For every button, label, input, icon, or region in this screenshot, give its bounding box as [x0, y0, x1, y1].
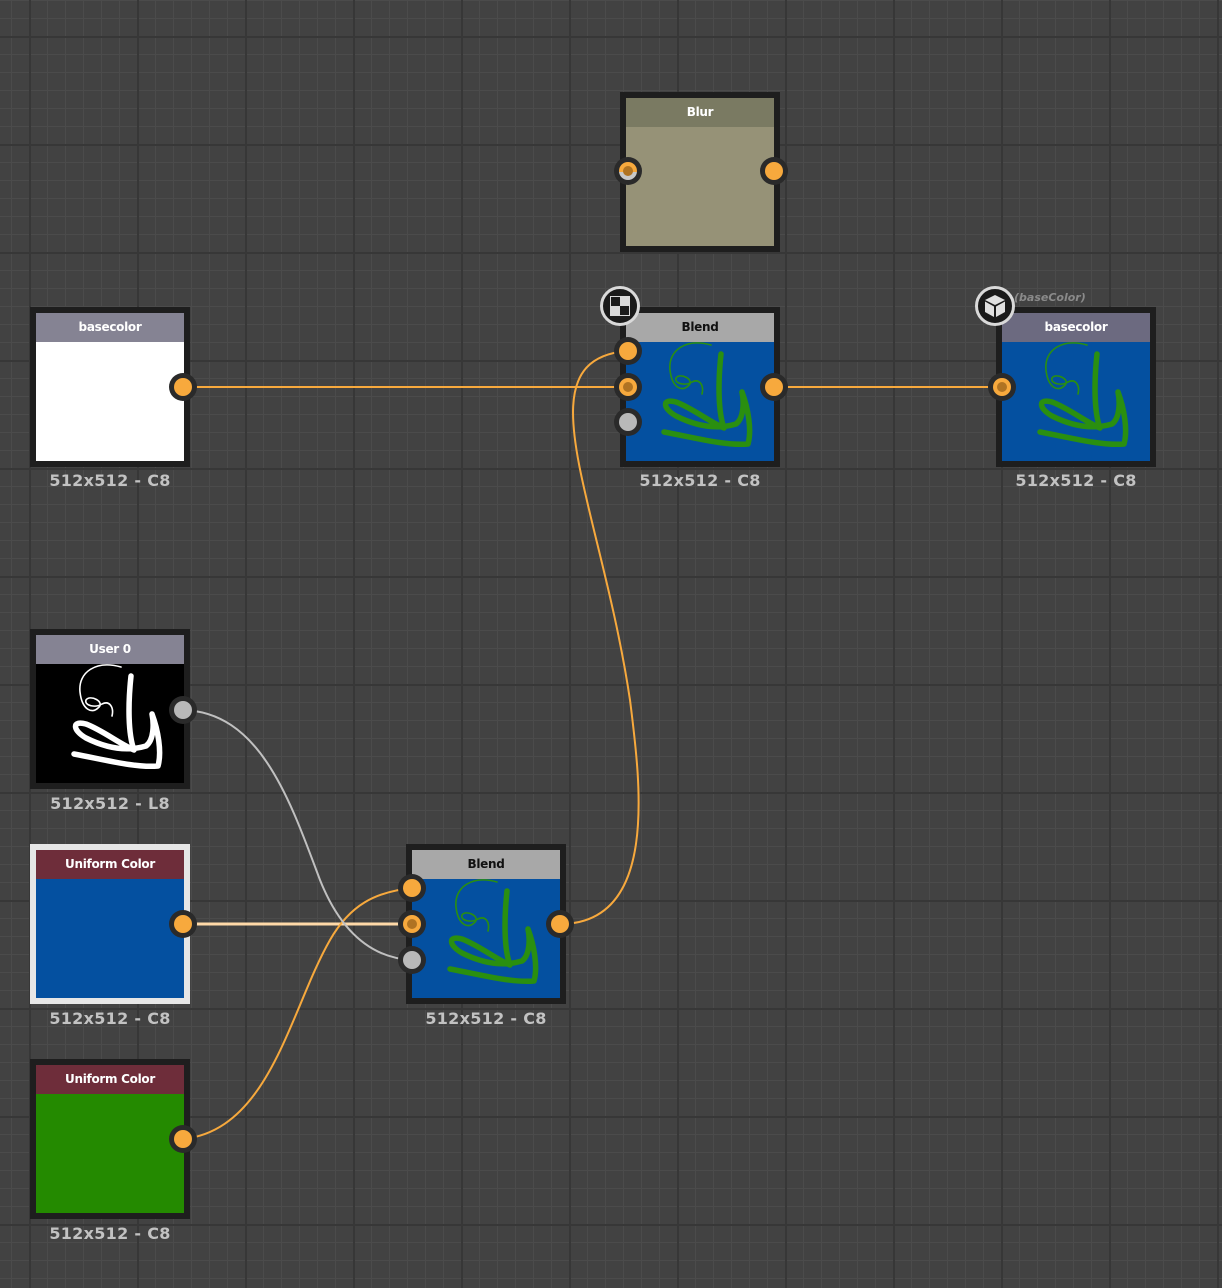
node-caption: 512x512 - C8 [49, 1009, 171, 1028]
connection-user0-to-blend-bottom[interactable] [182, 709, 413, 961]
node-uniform-color-green[interactable]: Uniform Color [30, 1059, 190, 1219]
input-port[interactable] [614, 157, 642, 185]
connection-uniform-green-to-blend-bottom[interactable] [182, 887, 413, 1140]
checker-icon[interactable] [600, 286, 640, 326]
node-thumbnail [36, 879, 184, 998]
output-port[interactable] [546, 910, 574, 938]
node-caption: 512x512 - C8 [49, 1224, 171, 1243]
background-input-port[interactable] [614, 373, 642, 401]
node-thumbnail [626, 342, 774, 461]
foreground-input-port[interactable] [398, 874, 426, 902]
node-title: basecolor [1002, 313, 1150, 342]
opacity-input-port[interactable] [398, 946, 426, 974]
node-caption: 512x512 - C8 [639, 471, 761, 490]
node-blend-bottom[interactable]: Blend [406, 844, 566, 1004]
output-port[interactable] [169, 910, 197, 938]
output-identifier-label: (baseColor) [1014, 291, 1086, 304]
node-title: Uniform Color [36, 1065, 184, 1094]
node-title: User 0 [36, 635, 184, 664]
output-port[interactable] [760, 373, 788, 401]
node-title: Blur [626, 98, 774, 127]
node-blur[interactable]: Blur [620, 92, 780, 252]
cube-icon[interactable] [975, 286, 1015, 326]
node-caption: 512x512 - C8 [1015, 471, 1137, 490]
output-port[interactable] [169, 373, 197, 401]
node-title: Blend [626, 313, 774, 342]
node-title: Blend [412, 850, 560, 879]
background-input-port[interactable] [398, 910, 426, 938]
output-port[interactable] [760, 157, 788, 185]
node-user0[interactable]: User 0 [30, 629, 190, 789]
node-caption: 512x512 - L8 [50, 794, 170, 813]
node-thumbnail [36, 1094, 184, 1213]
foreground-input-port[interactable] [614, 337, 642, 365]
node-thumbnail [626, 127, 774, 246]
node-thumbnail [1002, 342, 1150, 461]
node-thumbnail [412, 879, 560, 998]
node-thumbnail [36, 342, 184, 461]
node-caption: 512x512 - C8 [425, 1009, 547, 1028]
node-blend-top[interactable]: Blend [620, 307, 780, 467]
node-thumbnail [36, 664, 184, 783]
node-title: Uniform Color [36, 850, 184, 879]
node-output-basecolor[interactable]: basecolor [996, 307, 1156, 467]
output-port[interactable] [169, 696, 197, 724]
opacity-input-port[interactable] [614, 408, 642, 436]
node-caption: 512x512 - C8 [49, 471, 171, 490]
node-uniform-color-blue[interactable]: Uniform Color [30, 844, 190, 1004]
input-port[interactable] [988, 373, 1016, 401]
node-title: basecolor [36, 313, 184, 342]
node-input-basecolor[interactable]: basecolor [30, 307, 190, 467]
output-port[interactable] [169, 1125, 197, 1153]
